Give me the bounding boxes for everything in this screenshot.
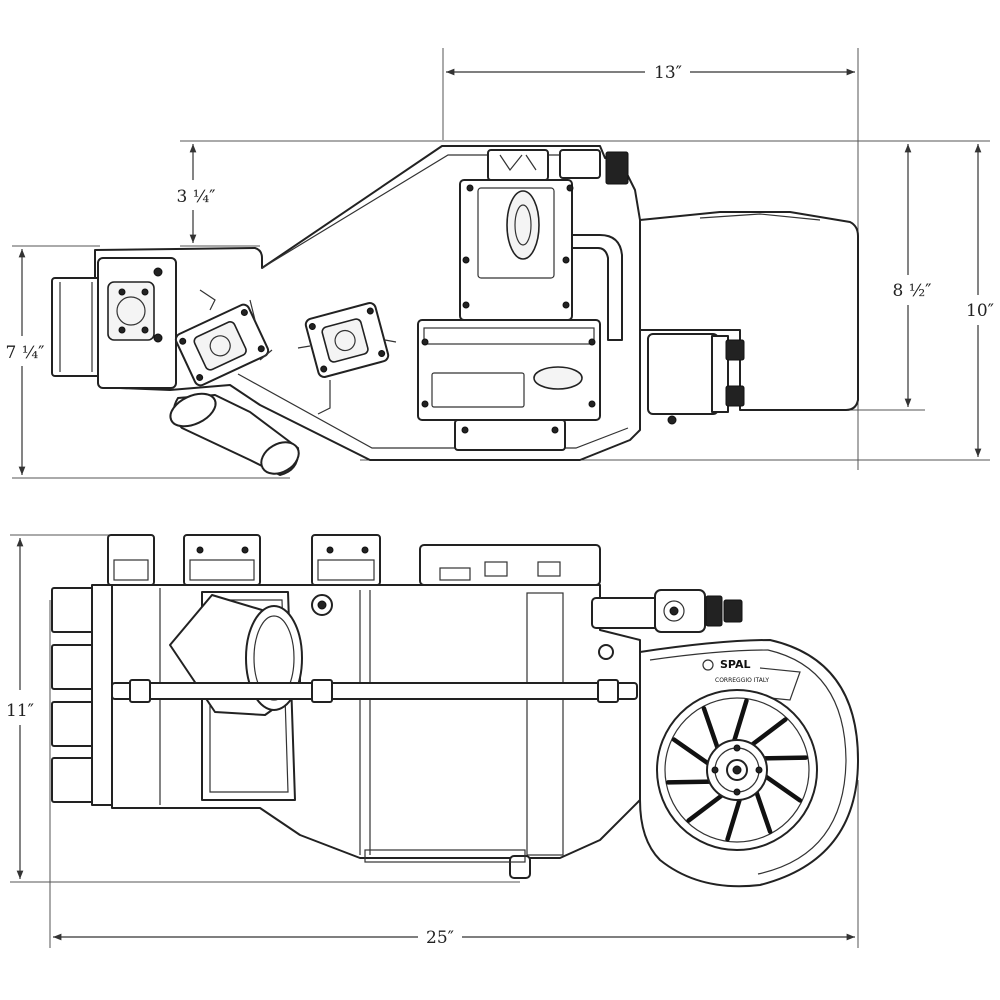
- top-control-box: [419, 544, 601, 586]
- fan-blade: [753, 788, 773, 834]
- elbow-outlet: [169, 392, 300, 476]
- motor-block: [647, 333, 719, 415]
- fan-blade: [748, 717, 788, 748]
- dimension-3-quarter-in: 3 ¼″: [176, 144, 216, 243]
- top-view: 13″ 3 ¼″ 7 ¼″ 8 ½″ 10″: [5, 48, 994, 479]
- motor-tube: [591, 597, 663, 629]
- tilted-actuator-1: [174, 303, 270, 387]
- fan-blade: [762, 773, 803, 803]
- fan-blade: [760, 755, 809, 761]
- left-outlet-flanges: [51, 584, 115, 806]
- dimension-7-quarter-in: 7 ¼″: [5, 248, 45, 475]
- dim-label-8-1-2: 8 ½″: [892, 281, 931, 301]
- fitting-upper-icon: [725, 339, 745, 361]
- motor-fitting-icon: [705, 595, 723, 627]
- dimension-8-half-in: 8 ½″: [892, 144, 932, 407]
- spal-origin-label: CORREGGIO ITALY: [715, 677, 769, 684]
- blower-housing-top: [639, 211, 859, 411]
- dim-label-10: 10″: [966, 301, 994, 321]
- fan-blade: [725, 795, 743, 842]
- dimension-10-in: 10″: [966, 144, 994, 457]
- top-connector-icon: [605, 151, 629, 185]
- side-actuator-left: [107, 534, 155, 586]
- dim-label-11: 11″: [6, 701, 34, 721]
- dim-label-3-1-4: 3 ¼″: [176, 187, 215, 207]
- fitting-lower-icon: [725, 385, 745, 407]
- fan-blade: [731, 698, 749, 745]
- dimension-13-in: 13″: [446, 63, 855, 83]
- fan-blade: [665, 779, 714, 785]
- dimension-11-in: 11″: [6, 538, 34, 879]
- fan-wheel-icon: [656, 689, 818, 851]
- tilted-actuator-2: [304, 302, 390, 378]
- tie-rod: [111, 682, 638, 700]
- fan-blade: [701, 706, 721, 752]
- left-inlet-flange: [51, 277, 101, 377]
- dim-label-25: 25″: [426, 928, 454, 948]
- dim-label-7-1-4: 7 ¼″: [5, 343, 44, 363]
- dim-label-13: 13″: [654, 63, 682, 83]
- fan-blade: [671, 737, 712, 767]
- spal-brand-label: SPAL: [720, 658, 751, 671]
- spal-blower: SPAL CORREGGIO ITALY: [639, 639, 859, 888]
- fan-blade: [686, 792, 726, 823]
- dimension-25-in: 25″: [53, 928, 855, 948]
- side-actuator-middle: [183, 534, 261, 586]
- side-view: 11″ 25″: [6, 534, 859, 948]
- side-actuator-right: [311, 534, 381, 586]
